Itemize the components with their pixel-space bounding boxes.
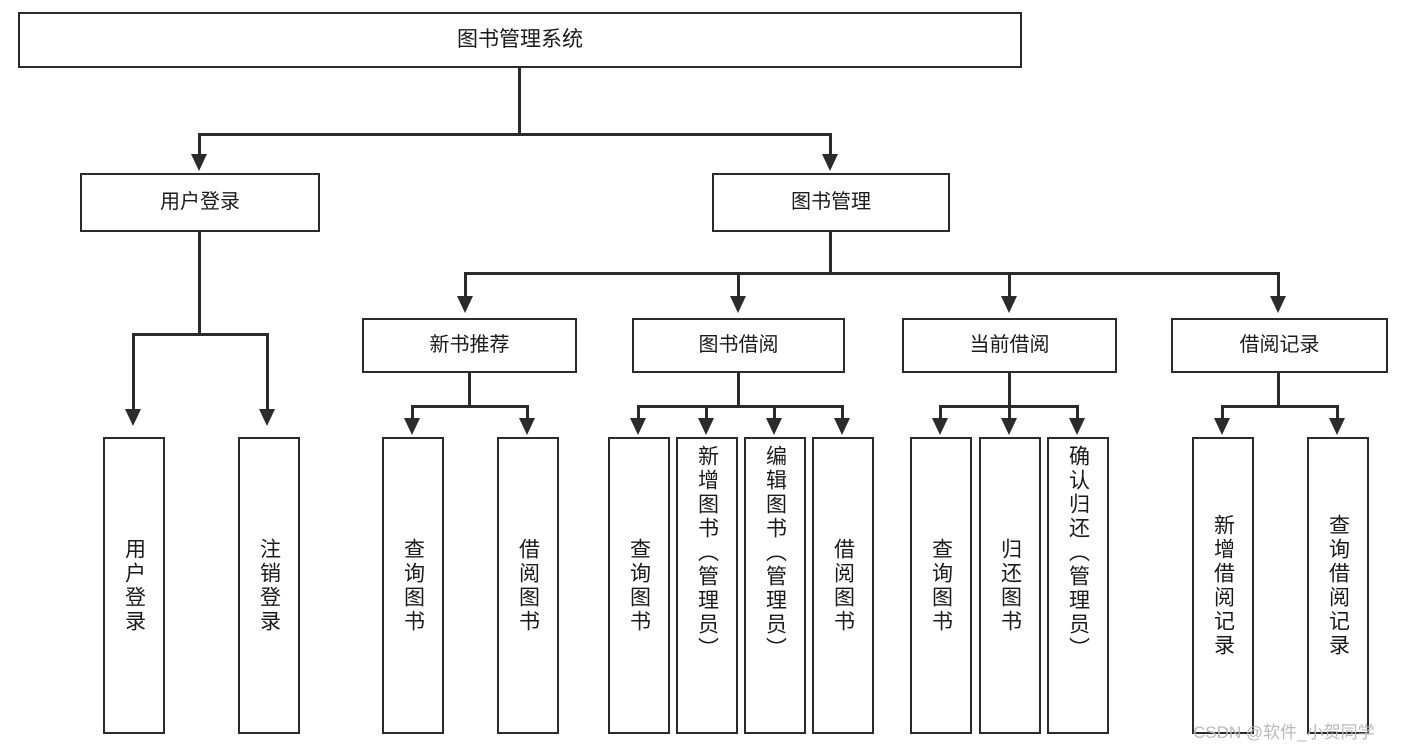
connector-current-borrow-leaf2 bbox=[1008, 405, 1011, 422]
arrowhead-new-book-leaf1 bbox=[404, 418, 420, 435]
leaf-borrow-record-add-record[interactable]: 新增借阅记录 bbox=[1192, 437, 1254, 734]
connector-book-borrow-bus bbox=[637, 405, 843, 408]
arrowhead-user-login-leaf2 bbox=[259, 409, 275, 426]
connector-current-borrow-leaf1 bbox=[939, 405, 942, 422]
leaf-current-borrow-query-book[interactable]: 查询图书 bbox=[910, 437, 972, 734]
connector-book-borrow-leaf1 bbox=[637, 405, 640, 422]
leaf-label: 编辑图书（管理员） bbox=[763, 445, 787, 661]
arrowhead-book-borrow-leaf1 bbox=[630, 418, 646, 435]
leaf-label: 查询图书 bbox=[401, 537, 425, 634]
leaf-label: 查询借阅记录 bbox=[1326, 513, 1350, 658]
connector-to-borrow-record bbox=[1277, 272, 1280, 300]
leaf-borrow-record-query-record[interactable]: 查询借阅记录 bbox=[1307, 437, 1369, 734]
connector-user-login-leaf1 bbox=[132, 333, 135, 413]
connector-borrow-record-leaf1 bbox=[1221, 405, 1224, 422]
leaf-label: 新增借阅记录 bbox=[1211, 513, 1235, 658]
leaf-current-borrow-return-book[interactable]: 归还图书 bbox=[979, 437, 1041, 734]
node-borrow-record[interactable]: 借阅记录 bbox=[1171, 318, 1388, 373]
arrowhead-book-borrow-leaf2 bbox=[698, 418, 714, 435]
leaf-book-borrow-query-book[interactable]: 查询图书 bbox=[608, 437, 670, 734]
node-book-borrow[interactable]: 图书借阅 bbox=[632, 318, 845, 373]
connector-to-new-book-recommend bbox=[464, 272, 467, 300]
connector-level2-bus bbox=[464, 272, 1280, 275]
connector-borrow-record-leaf2 bbox=[1336, 405, 1339, 422]
leaf-new-book-query-book[interactable]: 查询图书 bbox=[382, 437, 444, 734]
leaf-label: 查询图书 bbox=[627, 537, 651, 634]
node-new-book-recommend[interactable]: 新书推荐 bbox=[362, 318, 577, 373]
node-root-book-management-system[interactable]: 图书管理系统 bbox=[18, 12, 1022, 68]
node-label: 图书借阅 bbox=[698, 334, 779, 356]
connector-user-login-leaf2 bbox=[266, 333, 269, 413]
connector-current-borrow-trunk bbox=[1008, 373, 1011, 407]
leaf-new-book-borrow-book[interactable]: 借阅图书 bbox=[497, 437, 559, 734]
arrowhead-current-borrow-leaf1 bbox=[932, 418, 948, 435]
connector-book-management-trunk bbox=[829, 232, 832, 274]
connector-book-borrow-leaf2 bbox=[705, 405, 708, 422]
connector-book-borrow-leaf3 bbox=[773, 405, 776, 422]
arrowhead-current-borrow-leaf3 bbox=[1069, 418, 1085, 435]
connector-level1-bus bbox=[198, 133, 832, 136]
leaf-current-borrow-confirm-return-admin[interactable]: 确认归还（管理员） bbox=[1047, 437, 1109, 734]
connector-borrow-record-trunk bbox=[1277, 373, 1280, 407]
arrowhead-to-book-management bbox=[822, 154, 838, 171]
leaf-book-borrow-add-book-admin[interactable]: 新增图书（管理员） bbox=[676, 437, 738, 734]
connector-new-book-leaf2 bbox=[526, 405, 529, 422]
leaf-user-login-login[interactable]: 用户登录 bbox=[103, 437, 165, 734]
arrowhead-borrow-record-leaf2 bbox=[1329, 418, 1345, 435]
arrowhead-to-new-book-recommend bbox=[457, 296, 473, 313]
connector-new-book-leaf1 bbox=[411, 405, 414, 422]
node-label: 图书管理 bbox=[791, 191, 871, 213]
arrowhead-to-borrow-record bbox=[1270, 296, 1286, 313]
leaf-label: 注销登录 bbox=[257, 537, 281, 634]
connector-borrow-record-bus bbox=[1221, 405, 1339, 408]
connector-user-login-bus bbox=[132, 333, 269, 336]
node-label: 当前借阅 bbox=[969, 334, 1050, 356]
leaf-label: 借阅图书 bbox=[831, 537, 855, 634]
connector-new-book-trunk bbox=[468, 373, 471, 407]
node-label: 借阅记录 bbox=[1239, 334, 1320, 356]
connector-book-borrow-trunk bbox=[737, 373, 740, 407]
leaf-label: 归还图书 bbox=[998, 537, 1022, 634]
arrowhead-current-borrow-leaf2 bbox=[1001, 418, 1017, 435]
node-label: 图书管理系统 bbox=[457, 27, 583, 51]
arrowhead-user-login-leaf1 bbox=[125, 409, 141, 426]
arrowhead-to-current-borrow bbox=[1001, 296, 1017, 313]
node-label: 新书推荐 bbox=[429, 334, 510, 356]
connector-new-book-bus bbox=[411, 405, 529, 408]
leaf-book-borrow-edit-book-admin[interactable]: 编辑图书（管理员） bbox=[744, 437, 806, 734]
arrowhead-to-book-borrow bbox=[730, 296, 746, 313]
connector-book-borrow-leaf4 bbox=[841, 405, 844, 422]
leaf-label: 用户登录 bbox=[122, 537, 146, 634]
leaf-label: 借阅图书 bbox=[516, 537, 540, 634]
arrowhead-to-user-login bbox=[191, 154, 207, 171]
connector-root-trunk bbox=[518, 68, 521, 135]
node-user-login[interactable]: 用户登录 bbox=[80, 173, 320, 232]
node-label: 用户登录 bbox=[160, 191, 240, 213]
leaf-book-borrow-borrow-book[interactable]: 借阅图书 bbox=[812, 437, 874, 734]
leaf-label: 查询图书 bbox=[929, 537, 953, 634]
connector-to-user-login bbox=[198, 133, 201, 158]
connector-to-current-borrow bbox=[1008, 272, 1011, 300]
leaf-label: 确认归还（管理员） bbox=[1066, 445, 1090, 661]
arrowhead-borrow-record-leaf1 bbox=[1214, 418, 1230, 435]
connector-to-book-borrow bbox=[737, 272, 740, 300]
csdn-watermark: CSDN @软件_小贺同学 bbox=[1193, 723, 1375, 742]
connector-current-borrow-leaf3 bbox=[1076, 405, 1079, 422]
leaf-user-login-logout[interactable]: 注销登录 bbox=[238, 437, 300, 734]
connector-to-book-management bbox=[829, 133, 832, 158]
node-book-management[interactable]: 图书管理 bbox=[712, 173, 950, 232]
leaf-label: 新增图书（管理员） bbox=[695, 445, 719, 661]
arrowhead-book-borrow-leaf3 bbox=[766, 418, 782, 435]
arrowhead-book-borrow-leaf4 bbox=[834, 418, 850, 435]
node-current-borrow[interactable]: 当前借阅 bbox=[902, 318, 1117, 373]
arrowhead-new-book-leaf2 bbox=[519, 418, 535, 435]
connector-user-login-trunk bbox=[198, 232, 201, 335]
